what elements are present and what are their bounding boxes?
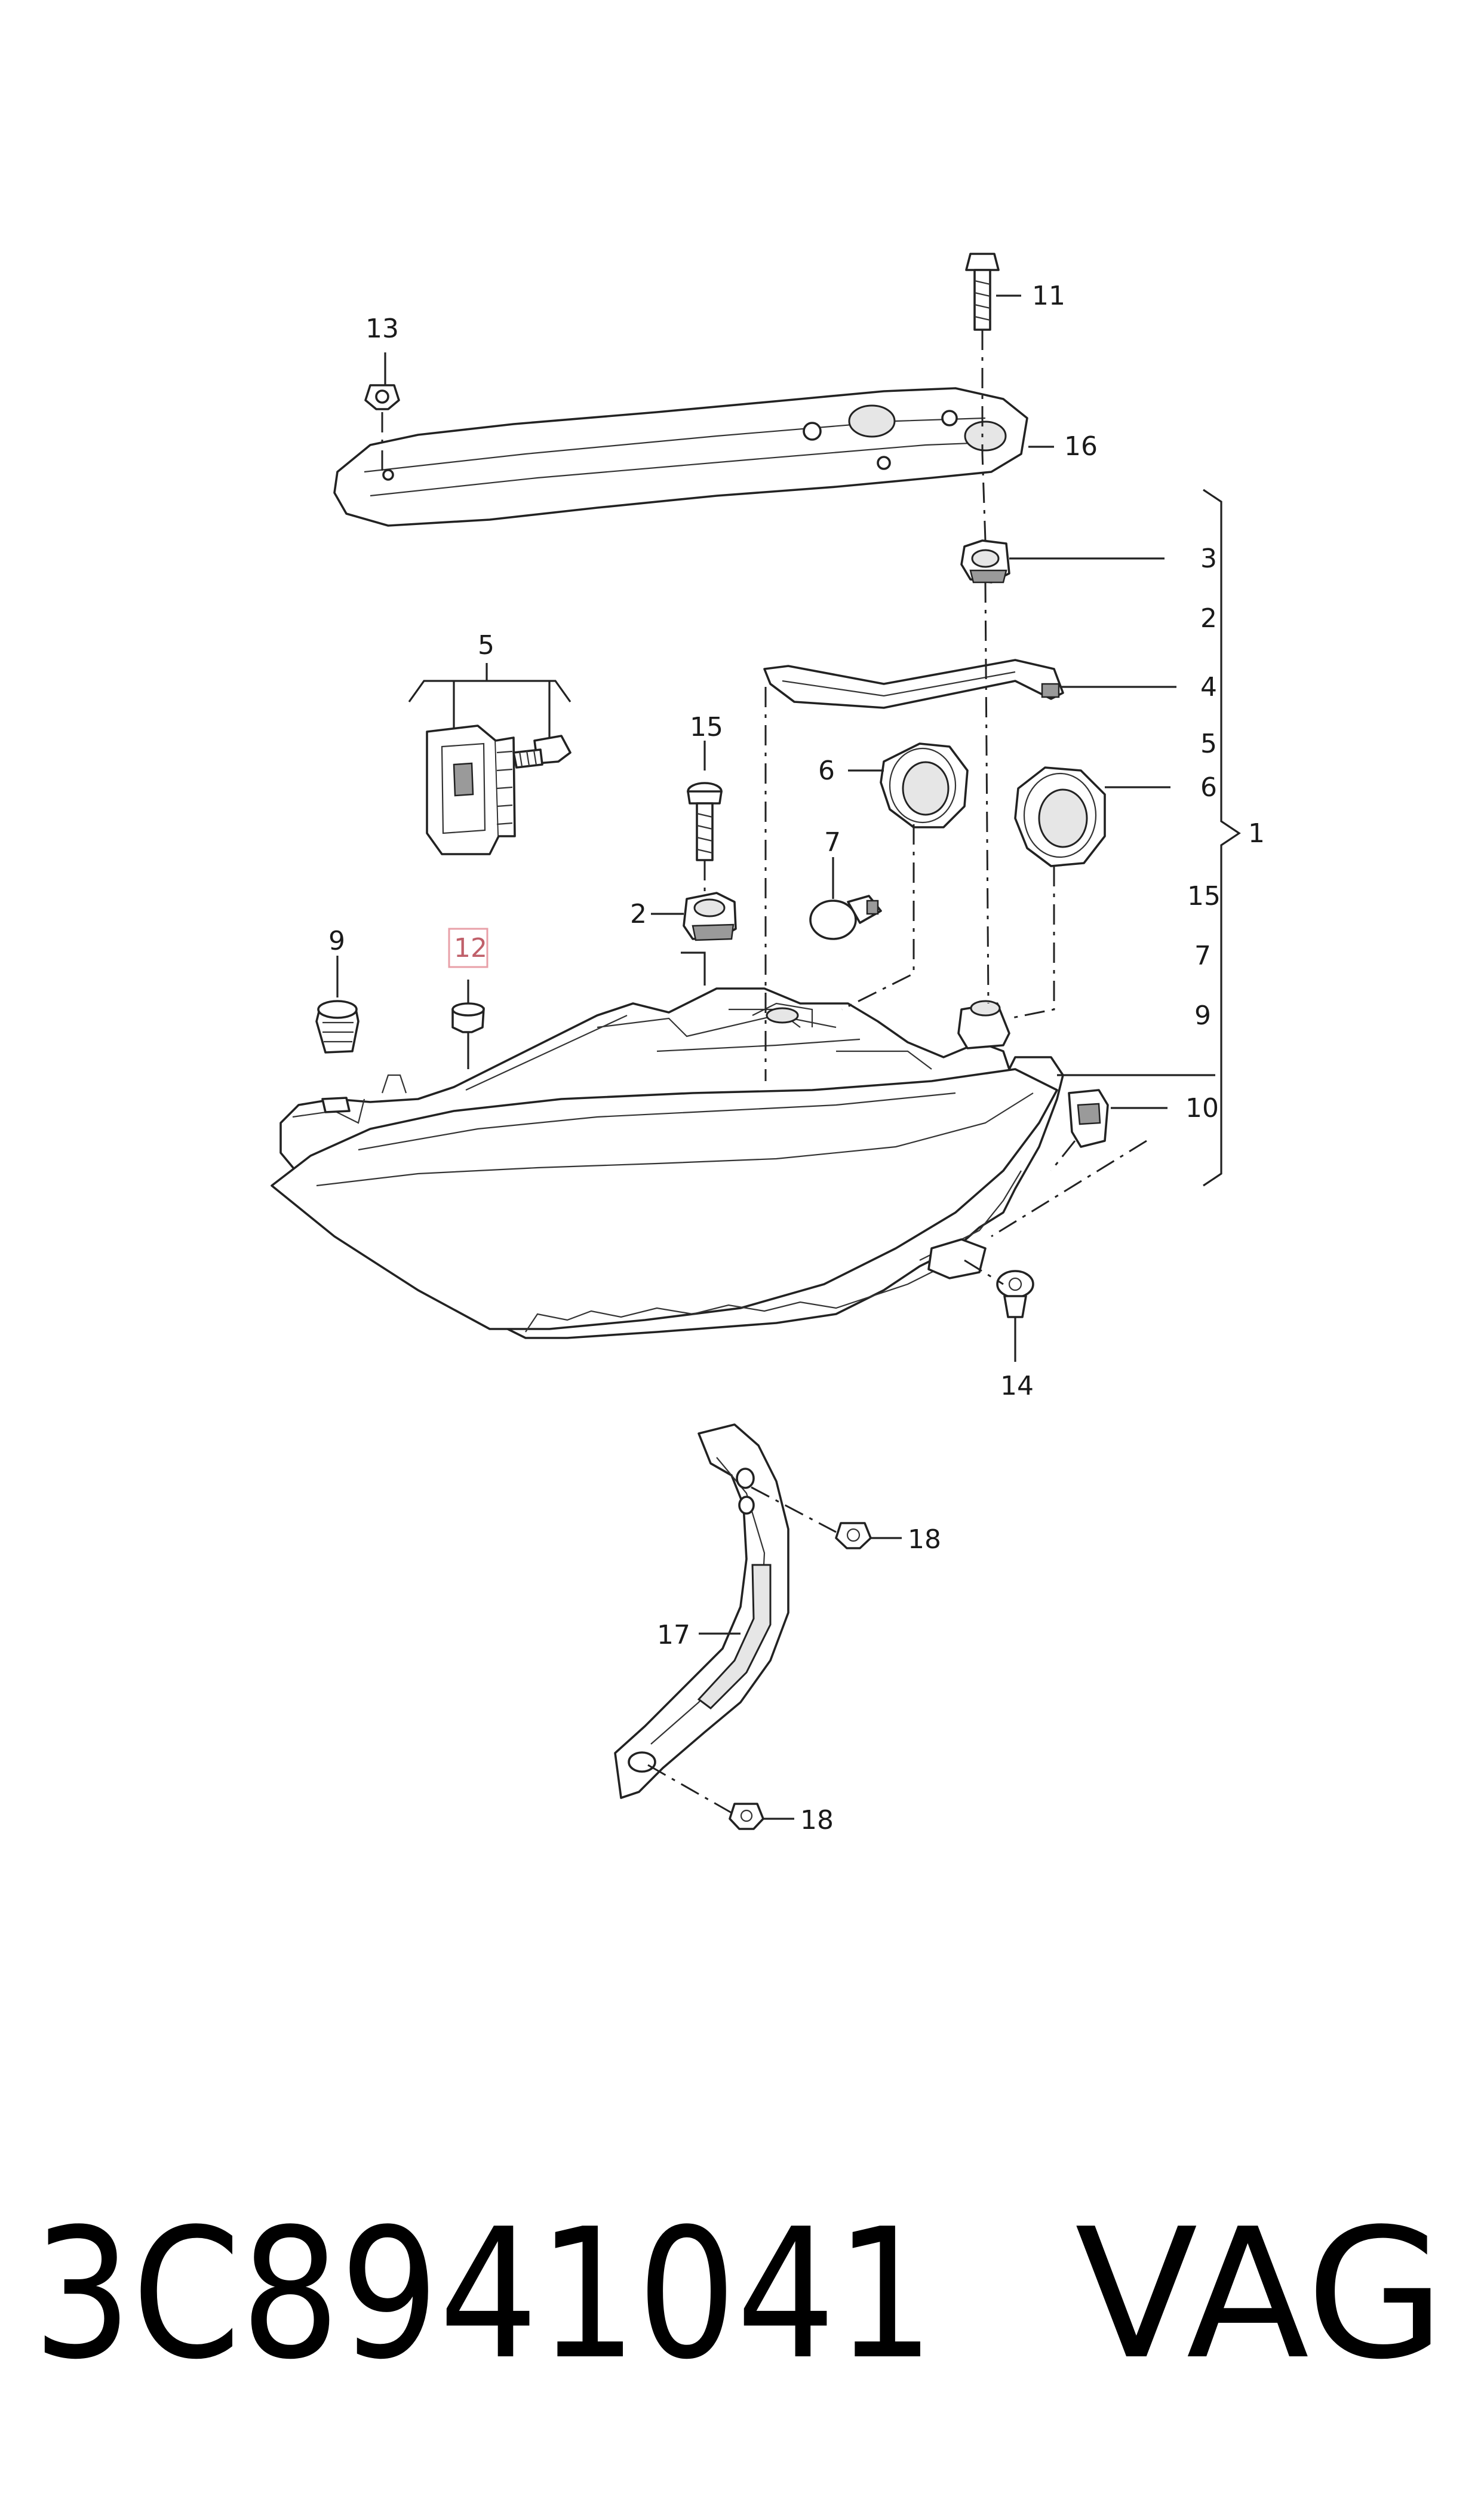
- callout-9-left: 9: [328, 926, 345, 956]
- callout-16: 16: [1064, 431, 1098, 462]
- part-number: 3C8941041: [33, 2190, 935, 2399]
- holder-2: [683, 892, 737, 941]
- brand-name: VAG: [1075, 2190, 1445, 2399]
- callout-13: 13: [365, 314, 399, 344]
- callout-4: 4: [1200, 672, 1217, 702]
- leader-lines: [336, 294, 1215, 1820]
- bolt-11: [965, 253, 1000, 331]
- callout-3: 3: [1200, 544, 1217, 574]
- callout-9-list: 9: [1194, 1000, 1211, 1031]
- callout-2-list: 2: [1200, 603, 1217, 634]
- cap-6-right: [1014, 766, 1106, 867]
- callout-6-left: 6: [818, 756, 835, 786]
- callout-17: 17: [657, 1620, 690, 1650]
- callout-18-bottom: 18: [800, 1805, 834, 1835]
- callout-5-top: 5: [478, 630, 494, 661]
- callout-6-right: 6: [1200, 772, 1217, 803]
- cap-12: [451, 1002, 485, 1033]
- cap-6-left: [880, 742, 969, 828]
- callout-2-left: 2: [630, 899, 647, 929]
- assembly-brace: [1203, 489, 1241, 1187]
- control-module-5: [426, 725, 572, 855]
- nut-18-bottom: [729, 1803, 764, 1830]
- callout-5-list: 5: [1200, 729, 1217, 759]
- trim-strip-4: [763, 659, 1064, 709]
- callout-15-list: 15: [1187, 881, 1221, 911]
- callout-12: 12: [454, 933, 487, 963]
- lower-bracket-17: [614, 1423, 789, 1799]
- callout-11: 11: [1032, 281, 1065, 311]
- nut-18-top: [835, 1522, 872, 1549]
- bracket-clip-3: [960, 539, 1010, 584]
- callout-10: 10: [1185, 1093, 1219, 1124]
- upper-mounting-bracket: [333, 387, 1028, 527]
- headlamp-assembly-1: [271, 987, 1064, 1339]
- callout-labels: 11 13 16 3 2 4 5 6 1 15 7 9 10 5 15 6 7 …: [328, 281, 1265, 1835]
- clip-10: [1068, 1089, 1109, 1148]
- screw-15: [687, 782, 723, 861]
- callout-14: 14: [1000, 1371, 1034, 1401]
- callout-18-top: 18: [908, 1524, 941, 1555]
- callout-7-list: 7: [1194, 941, 1211, 971]
- nut-13: [364, 384, 400, 410]
- alignment-lines: [381, 330, 1147, 1814]
- callout-12-highlight: [448, 928, 488, 968]
- callout-7-left: 7: [824, 827, 841, 858]
- bulb-7: [809, 895, 882, 940]
- callout-15-left: 15: [690, 712, 723, 742]
- callout-1: 1: [1248, 818, 1265, 849]
- screw-14: [996, 1270, 1034, 1318]
- grommet-9: [315, 1000, 360, 1054]
